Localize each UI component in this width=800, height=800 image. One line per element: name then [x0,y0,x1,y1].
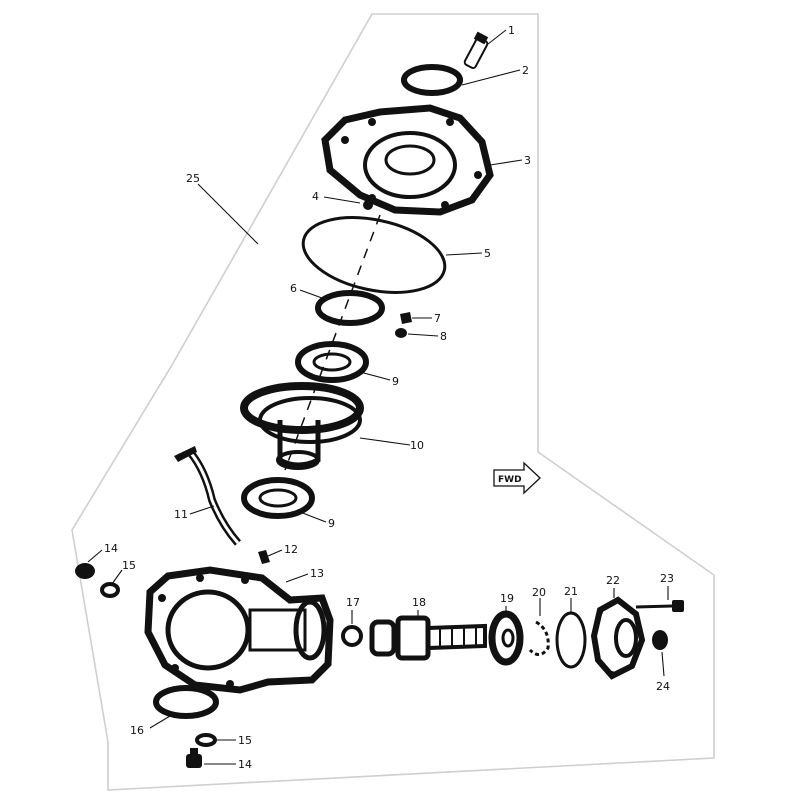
callout-9-upper: 9 [392,375,399,388]
callout-4: 4 [312,190,319,203]
part-22-pinion-cover [590,596,646,680]
part-10-ring-gear [240,382,364,470]
callout-1: 1 [508,24,515,37]
callout-5: 5 [484,247,491,260]
callout-7: 7 [434,312,441,325]
callout-20: 20 [532,586,546,599]
callout-8: 8 [440,330,447,343]
callout-11: 11 [174,508,188,521]
callout-13: 13 [310,567,324,580]
callout-labels: 1 2 3 4 5 6 7 8 9 10 11 9 12 13 14 15 16… [104,24,674,771]
callout-2: 2 [522,64,529,77]
part-13-main-housing [144,566,334,694]
part-20-circlip [528,620,550,656]
leader-25 [197,183,259,245]
part-19-bearing [488,610,524,666]
part-8-nut [395,328,407,338]
part-1-bolt [463,31,489,70]
part-4-plug [363,200,373,210]
callout-16: 16 [130,724,144,737]
callout-17: 17 [346,596,360,609]
callout-22: 22 [606,574,620,587]
part-6-seal [315,290,385,326]
callout-6: 6 [290,282,297,295]
part-21-o-ring [555,611,587,669]
part-17-collar [341,625,363,647]
callout-12: 12 [284,543,298,556]
callout-10: 10 [410,439,424,452]
part-14-drain-bolt [186,748,202,768]
callout-15-bottom: 15 [238,734,252,747]
part-2-seal [401,64,463,96]
part-12-plug [258,550,270,564]
callout-3: 3 [524,154,531,167]
part-9-bearing-lower [241,477,315,519]
callout-18: 18 [412,596,426,609]
part-7-fitting [400,312,412,324]
center-axis [284,214,381,471]
part-15-washer-bottom [195,733,217,747]
callout-9-lower: 9 [328,517,335,530]
callout-24: 24 [656,680,670,693]
part-5-o-ring [301,216,447,294]
callout-19: 19 [500,592,514,605]
fwd-arrow: FWD [493,461,541,495]
callout-14-bottom: 14 [238,758,252,771]
panel-outline [71,13,715,791]
part-23-bolt [635,600,684,612]
callout-25: 25 [186,172,200,185]
callout-14-top: 14 [104,542,118,555]
fwd-label: FWD [498,475,522,485]
part-11-breather-hose [174,446,242,546]
part-14-nut-top [75,563,95,579]
part-24-cap [652,630,668,650]
part-3-cover [321,104,494,216]
callout-15-top: 15 [122,559,136,572]
part-9-bearing-upper [295,341,369,383]
part-18-pinion-shaft [369,615,487,661]
part-15-washer-top [100,582,120,598]
callout-21: 21 [564,585,578,598]
callout-23: 23 [660,572,674,585]
part-16-seal [153,685,219,719]
